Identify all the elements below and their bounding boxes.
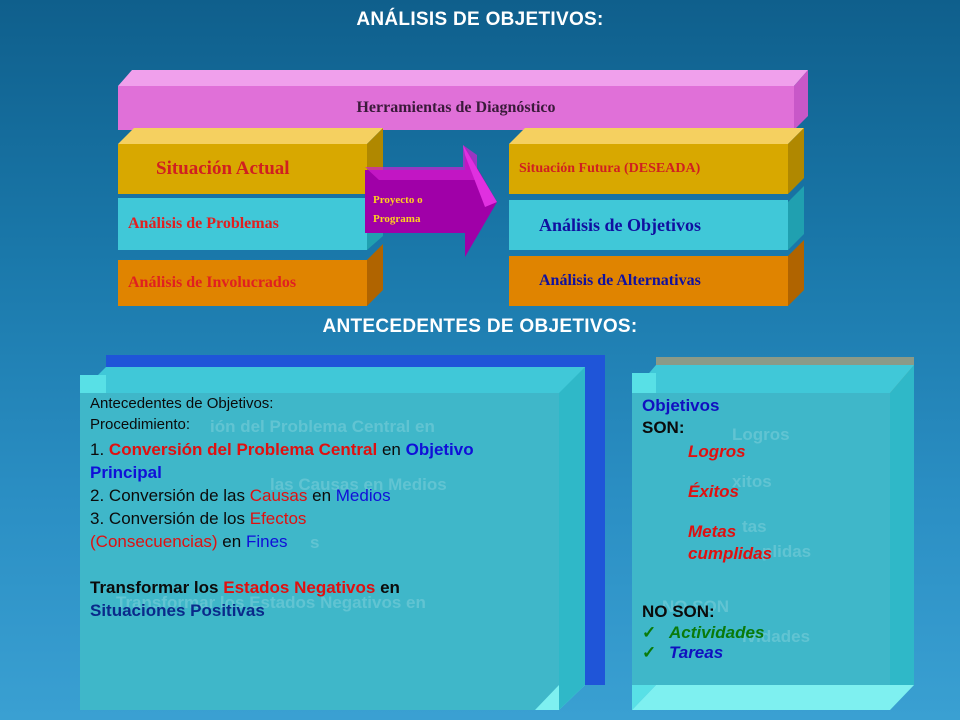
step-2-means: Medios bbox=[335, 486, 391, 505]
no-son-list: ✓ Actividades ✓ Tareas bbox=[642, 623, 882, 663]
right-row1-label: Situación Futura (DESEADA) bbox=[519, 161, 701, 176]
left-row-situacion-actual: Situación Actual bbox=[118, 128, 383, 194]
step-3-effects: Efectos bbox=[249, 509, 307, 528]
section-title: ANTECEDENTES DE OBJETIVOS: bbox=[322, 316, 638, 337]
closing-positive: Situaciones Positivas bbox=[90, 601, 265, 620]
closing-text: Transformar los bbox=[90, 578, 219, 597]
right-panel-content: Objetivos SON: Logros Éxitos Metas cumpl… bbox=[642, 395, 882, 663]
right-panel: Logros xitos tas plidas NO SON ividades … bbox=[632, 357, 914, 710]
step-1-connector: en bbox=[381, 440, 401, 459]
check-icon: ✓ bbox=[642, 643, 657, 662]
closing-negative: Estados Negativos bbox=[223, 578, 376, 597]
no-son-item-actividades-label: Actividades bbox=[668, 623, 765, 642]
son-item-cumplidas: cumplidas bbox=[688, 544, 773, 563]
step-3: 3. Conversión de los Efectos (Consecuenc… bbox=[90, 507, 550, 553]
step-2-causes: Causas bbox=[249, 486, 308, 505]
panel-subheading: Procedimiento: bbox=[90, 416, 191, 433]
right-row-analisis-alternativas: Análisis de Alternativas bbox=[509, 240, 804, 306]
no-son-item-tareas-label: Tareas bbox=[668, 643, 724, 662]
arrow-icon bbox=[365, 145, 497, 257]
closing-connector: en bbox=[380, 578, 400, 597]
step-3-text: Conversión de los bbox=[108, 509, 245, 528]
son-item-exitos: Éxitos bbox=[688, 482, 740, 501]
step-3-ends: Fines bbox=[245, 532, 288, 551]
page-title: ANÁLISIS DE OBJETIVOS: bbox=[356, 9, 604, 30]
step-3-consequences: (Consecuencias) bbox=[90, 532, 218, 551]
step-2-number: 2. bbox=[90, 486, 105, 505]
closing-statement: Transformar los Estados Negativos en Sit… bbox=[90, 576, 550, 622]
left-panel-content: Antecedentes de Objetivos: Procedimiento… bbox=[90, 393, 550, 622]
no-son-item-actividades: ✓ Actividades bbox=[642, 623, 882, 643]
step-2-text: Conversión de las bbox=[108, 486, 245, 505]
header-bar-label: Herramientas de Diagnóstico bbox=[356, 99, 556, 116]
left-row1-label: Situación Actual bbox=[156, 158, 290, 179]
left-row3-label: Análisis de Involucrados bbox=[128, 274, 297, 291]
no-son-item-tareas: ✓ Tareas bbox=[642, 643, 882, 663]
project-arrow: Proyecto o Programa bbox=[365, 145, 505, 260]
panel-heading: Antecedentes de Objetivos: bbox=[90, 395, 274, 412]
check-icon: ✓ bbox=[642, 623, 657, 642]
no-son-label: NO SON: bbox=[642, 602, 715, 621]
step-2: 2. Conversión de las Causas en Medios bbox=[90, 484, 550, 507]
step-1: 1. Conversión del Problema Central en Ob… bbox=[90, 438, 550, 484]
son-item-metas: Metas bbox=[688, 522, 737, 541]
right-row3-label: Análisis de Alternativas bbox=[539, 272, 701, 289]
left-row2-label: Análisis de Problemas bbox=[128, 215, 279, 232]
left-row-analisis-problemas: Análisis de Problemas bbox=[118, 192, 383, 250]
step-3-number: 3. bbox=[90, 509, 105, 528]
header-bar: Herramientas de Diagnóstico bbox=[118, 70, 808, 130]
son-item-logros: Logros bbox=[688, 442, 746, 461]
right-row-analisis-objetivos: Análisis de Objetivos bbox=[509, 186, 804, 250]
right-row2-label: Análisis de Objetivos bbox=[539, 214, 702, 235]
left-panel: ión del Problema Central en las Causas e… bbox=[80, 355, 605, 710]
step-1-objective: Objetivo Principal bbox=[90, 440, 474, 482]
arrow-label-line1: Proyecto o bbox=[373, 194, 423, 206]
step-1-problem: Conversión del Problema Central bbox=[108, 440, 378, 459]
step-2-connector: en bbox=[312, 486, 332, 505]
step-3-connector: en bbox=[222, 532, 242, 551]
left-row-analisis-involucrados: Análisis de Involucrados bbox=[118, 244, 383, 306]
objectives-heading: Objetivos bbox=[642, 396, 720, 415]
arrow-label-line2: Programa bbox=[373, 213, 421, 225]
son-list: Logros Éxitos Metas cumplidas bbox=[642, 441, 882, 565]
right-row-situacion-futura: Situación Futura (DESEADA) bbox=[509, 128, 804, 194]
son-label: SON: bbox=[642, 418, 685, 437]
step-1-number: 1. bbox=[90, 440, 105, 459]
